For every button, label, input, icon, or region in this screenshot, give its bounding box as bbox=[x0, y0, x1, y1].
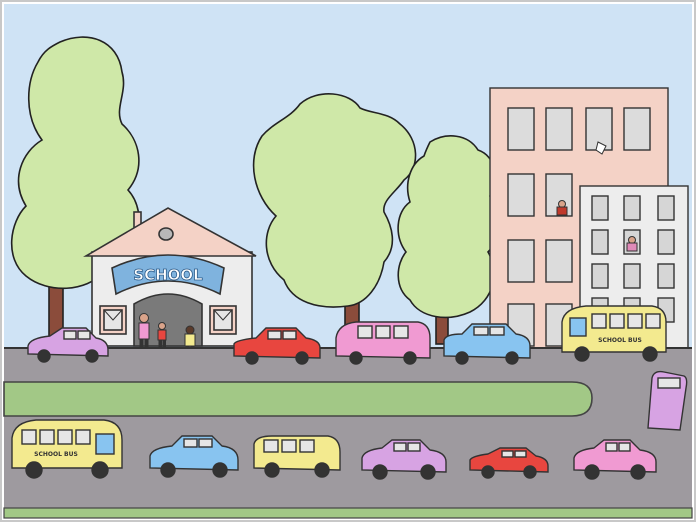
car bbox=[469, 447, 549, 479]
car bbox=[253, 435, 341, 478]
car bbox=[361, 439, 447, 480]
tree-right bbox=[397, 135, 500, 345]
car bbox=[149, 435, 239, 478]
school-bus: SCHOOL BUS bbox=[11, 419, 123, 479]
school-sign-text: SCHOOL bbox=[133, 266, 203, 284]
tree-canopy bbox=[10, 36, 140, 290]
child-figure bbox=[157, 322, 167, 348]
cloth-in-window bbox=[595, 141, 607, 155]
grass-bottom bbox=[3, 507, 693, 519]
school-window-right bbox=[209, 305, 237, 335]
person-in-window bbox=[626, 236, 638, 252]
school-bus: SCHOOL BUS bbox=[561, 305, 667, 362]
tree-left bbox=[10, 36, 140, 343]
school-building: SCHOOL bbox=[83, 207, 257, 347]
car bbox=[573, 439, 657, 480]
car bbox=[233, 327, 321, 365]
turning-van bbox=[647, 370, 688, 431]
apartment-tower-left bbox=[489, 87, 669, 349]
school-window-left bbox=[99, 305, 127, 335]
school-bus-label: SCHOOL BUS bbox=[34, 451, 78, 458]
car bbox=[443, 323, 531, 365]
median-strip bbox=[3, 381, 593, 417]
car bbox=[335, 321, 431, 365]
adult-figure bbox=[138, 313, 150, 348]
tree-canopy bbox=[252, 93, 417, 308]
school-sign bbox=[111, 254, 225, 296]
person-in-window bbox=[556, 200, 568, 216]
school-bus-label: SCHOOL BUS bbox=[598, 337, 642, 344]
school-entrance bbox=[133, 293, 203, 347]
school-roof-vent bbox=[158, 227, 174, 241]
car bbox=[27, 327, 109, 363]
